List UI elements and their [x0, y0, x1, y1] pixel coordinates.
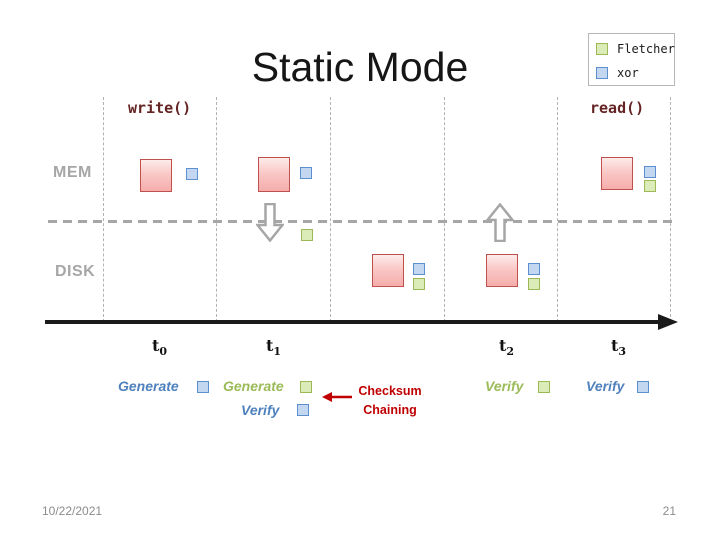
- generate-label-t0: Generate: [118, 378, 179, 394]
- legend-label: xor: [617, 65, 639, 80]
- disk-block-t2: [486, 254, 518, 287]
- time-guide-line: [103, 97, 104, 322]
- legend-label: Fletcher: [617, 41, 675, 56]
- write-call-label: write(): [128, 99, 192, 117]
- slide-page-number: 21: [662, 504, 676, 518]
- xor-checksum-icon: [300, 167, 312, 179]
- time-guide-line: [330, 97, 331, 322]
- xor-swatch-icon: [596, 66, 608, 79]
- legend-item-xor: xor: [596, 65, 639, 80]
- time-guide-line: [444, 97, 445, 322]
- disk-row-label: DISK: [55, 263, 96, 280]
- verify-label-t1: Verify: [241, 402, 280, 418]
- xor-checksum-icon: [528, 263, 540, 275]
- verify-label-t2: Verify: [485, 378, 524, 394]
- verify-label-t3: Verify: [586, 378, 625, 394]
- tick-t0: t0: [152, 336, 168, 358]
- fletcher-swatch-icon: [538, 381, 550, 393]
- slide-date: 10/22/2021: [42, 504, 103, 518]
- fletcher-swatch-icon: [300, 381, 312, 393]
- down-block-arrow-icon: [256, 203, 284, 242]
- checksum-chaining-note: Checksum Chaining: [358, 384, 422, 417]
- fletcher-swatch-icon: [596, 42, 608, 55]
- generate-label-t1: Generate: [223, 378, 284, 394]
- xor-swatch-icon: [637, 381, 649, 393]
- fletcher-checksum-icon: [301, 229, 313, 241]
- tick-t2: t2: [499, 336, 515, 358]
- left-arrow-icon: [322, 392, 352, 402]
- mem-block-t0: [140, 159, 172, 192]
- xor-swatch-icon: [297, 404, 309, 416]
- xor-checksum-icon: [644, 166, 656, 178]
- timeline-axis: [45, 314, 678, 330]
- time-guide-line: [670, 97, 671, 322]
- legend-item-fletcher: Fletcher: [596, 41, 675, 56]
- fletcher-checksum-icon: [413, 278, 425, 290]
- fletcher-checksum-icon: [528, 278, 540, 290]
- time-guide-line: [557, 97, 558, 322]
- fletcher-checksum-icon: [644, 180, 656, 192]
- xor-checksum-icon: [413, 263, 425, 275]
- tick-t1: t1: [266, 336, 282, 358]
- tick-t3: t3: [611, 336, 627, 358]
- xor-checksum-icon: [186, 168, 198, 180]
- mem-block-t1: [258, 157, 290, 192]
- disk-block-t1: [372, 254, 404, 287]
- mem-disk-boundary-line: [48, 220, 676, 223]
- mem-row-label: MEM: [53, 164, 92, 181]
- mem-block-t3: [601, 157, 633, 190]
- up-block-arrow-icon: [486, 203, 514, 242]
- xor-swatch-icon: [197, 381, 209, 393]
- time-guide-line: [216, 97, 217, 322]
- checksum-legend: Fletcher xor: [588, 33, 675, 86]
- read-call-label: read(): [590, 99, 645, 117]
- slide-title: Static Mode: [251, 44, 469, 90]
